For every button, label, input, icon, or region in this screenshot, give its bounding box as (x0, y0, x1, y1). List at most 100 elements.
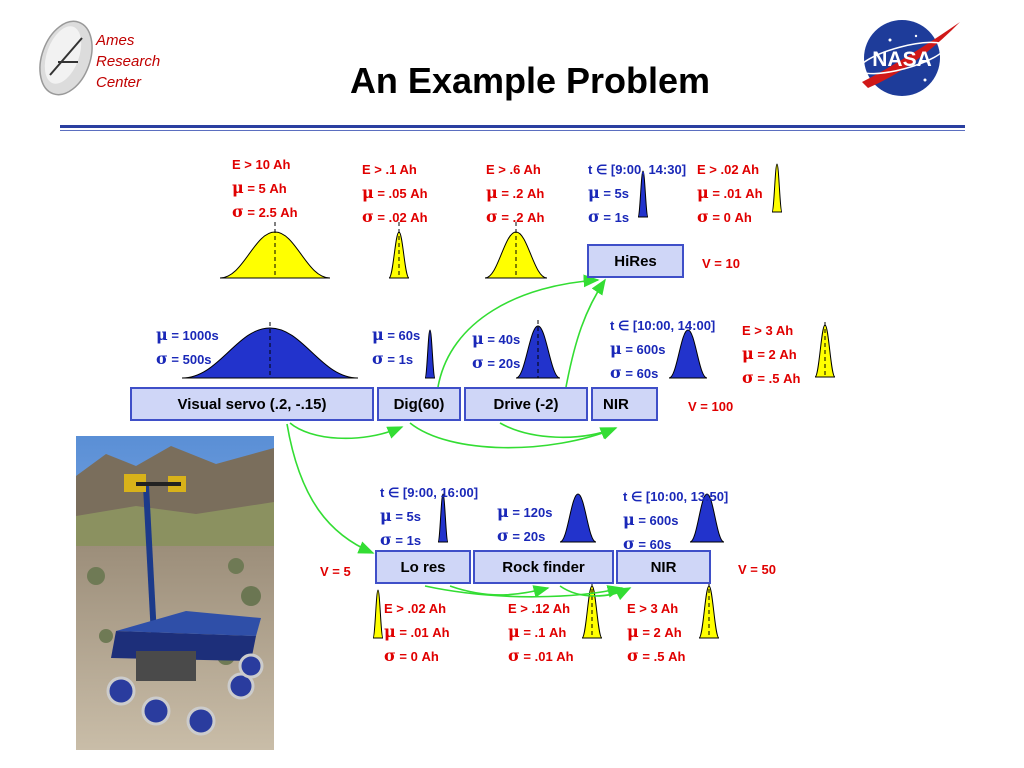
task-visual-servo[interactable]: Visual servo (.2, -.15) (130, 387, 374, 421)
mean-row: μ = 60s (372, 323, 420, 347)
mu-symbol: μ (486, 183, 498, 202)
annotation-nir-top-time: t ∈ [10:00, 14:00] μ = 600s σ = 60s (610, 314, 715, 385)
mu-symbol: μ (588, 183, 600, 202)
hires-time-curve (637, 170, 649, 218)
energy-condition: E > 3 Ah (627, 601, 679, 616)
stddev-value: = .5 Ah (638, 649, 686, 664)
energy-condition: E > 3 Ah (742, 323, 794, 338)
annotation-lo-res-energy: E > .02 Ah μ = .01 Ah σ = 0 Ah (384, 597, 450, 668)
rover-photo (76, 436, 274, 750)
arrow-lores-to-rock (449, 585, 550, 598)
energy-condition: E > .02 Ah (697, 162, 760, 177)
sigma-symbol: σ (486, 207, 498, 226)
energy-condition: E > .12 Ah (508, 601, 571, 616)
energy-condition: E > 10 Ah (232, 157, 291, 172)
stddev-row: σ = 20s (497, 524, 552, 548)
stddev-value: = 60s (621, 366, 659, 381)
annotation-rock-finder-time: μ = 120s σ = 20s (497, 500, 552, 548)
annotation-lo-res-time: t ∈ [9:00, 16:00] μ = 5s σ = 1s (380, 481, 478, 552)
task-dig[interactable]: Dig(60) (377, 387, 461, 421)
stddev-value: = 0 Ah (395, 649, 439, 664)
mean-value: = 600s (634, 513, 679, 528)
mean-row: μ = 5s (588, 181, 686, 205)
sigma-symbol: σ (697, 207, 709, 226)
stddev-value: = 20s (508, 529, 546, 544)
stddev-row: σ = 0 Ah (384, 644, 450, 668)
mean-value: = .2 Ah (497, 186, 545, 201)
arrow-drive-to-hires (565, 278, 606, 388)
stddev-value: = 0 Ah (708, 210, 752, 225)
mu-symbol: μ (472, 329, 484, 348)
mu-symbol: μ (627, 622, 639, 641)
nir-bottom-time-curve (689, 493, 725, 543)
mu-symbol: μ (384, 622, 396, 641)
stddev-row: σ = 60s (610, 361, 715, 385)
mu-symbol: μ (697, 183, 709, 202)
mean-row: μ = 600s (610, 337, 715, 361)
annotation-hires-energy: E > .02 Ah μ = .01 Ah σ = 0 Ah (697, 158, 763, 229)
stddev-row: σ = 1s (380, 528, 478, 552)
stddev-value: = 500s (167, 352, 212, 367)
arrow-dig-to-hires (437, 274, 600, 388)
annotation-hires-time: t ∈ [9:00, 14:30] μ = 5s σ = 1s (588, 158, 686, 229)
stddev-row: σ = 1s (588, 205, 686, 229)
mean-value: = 120s (508, 505, 553, 520)
stddev-row: σ = .2 Ah (486, 205, 544, 229)
mean-row: μ = 600s (623, 508, 728, 532)
mean-row: μ = 5s (380, 504, 478, 528)
sigma-symbol: σ (508, 646, 520, 665)
mean-row: μ = 5 Ah (232, 176, 298, 200)
value-lo-res: V = 5 (320, 564, 351, 579)
arrow-dig-to-nir (409, 422, 618, 449)
mean-value: = 40s (483, 332, 521, 347)
annotation-visual-servo-time: μ = 1000s σ = 500s (156, 323, 219, 371)
task-drive[interactable]: Drive (-2) (464, 387, 588, 421)
mean-row: μ = 1000s (156, 323, 219, 347)
sigma-symbol: σ (472, 353, 484, 372)
ames-logo-icon (39, 20, 93, 96)
stddev-row: σ = 2.5 Ah (232, 200, 298, 224)
value-nir-bottom: V = 50 (738, 562, 776, 577)
time-window: t ∈ [10:00, 13:50] (623, 489, 729, 504)
task-nir-top[interactable]: NIR (591, 387, 658, 421)
nir-top-time-curve (668, 329, 708, 379)
annotation-dig-time: μ = 60s σ = 1s (372, 323, 420, 371)
sigma-symbol: σ (610, 363, 622, 382)
mean-value: = 5s (599, 186, 629, 201)
sigma-symbol: σ (362, 207, 374, 226)
stddev-value: = 60s (634, 537, 672, 552)
hires-energy-curve (771, 163, 783, 213)
stddev-row: σ = 20s (472, 351, 520, 375)
annotation-drive-energy: E > .6 Ah μ = .2 Ah σ = .2 Ah (486, 158, 544, 229)
mean-row: μ = .2 Ah (486, 181, 544, 205)
mean-row: μ = .1 Ah (508, 620, 574, 644)
mu-symbol: μ (508, 622, 520, 641)
task-lo-res[interactable]: Lo res (375, 550, 471, 584)
mean-row: μ = 2 Ah (627, 620, 685, 644)
mu-symbol: μ (610, 339, 622, 358)
arrow-drive-to-nir (499, 422, 617, 440)
logo-line-research: Research (96, 53, 161, 70)
sigma-symbol: σ (627, 646, 639, 665)
task-rock-finder[interactable]: Rock finder (473, 550, 614, 584)
logo-line-center: Center (96, 74, 142, 91)
stddev-value: = 20s (483, 356, 521, 371)
sigma-symbol: σ (623, 534, 635, 553)
mean-row: μ = 40s (472, 327, 520, 351)
mean-row: μ = .01 Ah (697, 181, 763, 205)
header-graphics: NASA (39, 20, 960, 96)
annotation-rock-finder-energy: E > .12 Ah μ = .1 Ah σ = .01 Ah (508, 597, 574, 668)
arrow-servo-to-dig (289, 422, 404, 440)
task-nir-bottom[interactable]: NIR (616, 550, 711, 584)
annotation-nir-top-energy: E > 3 Ah μ = 2 Ah σ = .5 Ah (742, 319, 800, 390)
dig-time-curve (424, 329, 436, 379)
logo-line-ames: Ames (96, 32, 135, 49)
sigma-symbol: σ (380, 530, 392, 549)
energy-condition: E > .02 Ah (384, 601, 447, 616)
mean-value: = 5s (391, 509, 421, 524)
task-hires[interactable]: HiRes (587, 244, 684, 278)
stddev-value: = 1s (391, 533, 422, 548)
mu-symbol: μ (362, 183, 374, 202)
arrow-servo-to-lores (286, 423, 375, 554)
